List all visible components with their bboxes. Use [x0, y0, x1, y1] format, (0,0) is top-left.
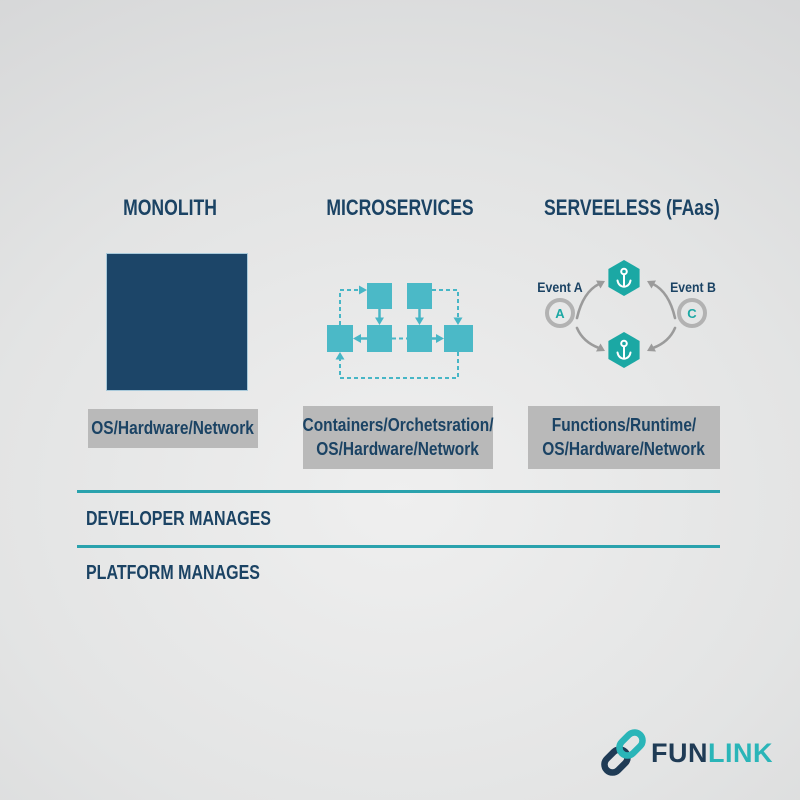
serverless-layer-label-line2: OS/Hardware/Network — [542, 438, 706, 459]
monolith-layer-label: OS/Hardware/Network — [91, 417, 255, 438]
logo-text-primary: FUN — [651, 737, 708, 768]
logo-text-secondary: LINK — [708, 737, 773, 768]
anchor-icon — [616, 267, 632, 288]
microservices-title: MICROSERVICES — [326, 195, 474, 220]
dashed-flow-lines — [339, 289, 459, 379]
monolith-layer-bar: OS/Hardware/Network — [88, 409, 258, 448]
solid-flow-lines — [360, 309, 437, 340]
brand-logo: FUNLINK — [600, 727, 773, 779]
function-hexagon-top — [608, 260, 640, 296]
flow-arrowheads — [335, 285, 463, 360]
platform-manages-label: PLATFORM MANAGES — [86, 562, 260, 584]
microservices-layer-bar: Containers/Orchetsration/ OS/Hardware/Ne… — [303, 406, 493, 469]
logo-wordmark: FUNLINK — [651, 738, 773, 769]
divider-line-bottom — [77, 545, 720, 548]
monolith-block — [106, 253, 248, 391]
service-squares — [327, 283, 473, 352]
serverless-title: SERVEELESS (FAas) — [544, 195, 720, 220]
serverless-layer-label-line1: Functions/Runtime/ — [551, 415, 697, 436]
serverless-diagram — [575, 260, 677, 368]
event-flow-arrowheads — [596, 280, 656, 352]
monolith-title: MONOLITH — [123, 195, 217, 220]
event-b-letter: C — [687, 305, 697, 321]
event-a-label: Event A — [537, 279, 583, 295]
event-b-label: Event B — [670, 279, 716, 295]
chain-link-icon — [601, 729, 646, 776]
event-a-circle: A — [545, 298, 575, 328]
divider-line-top — [77, 490, 720, 493]
event-a-letter: A — [555, 305, 565, 321]
function-hexagon-bottom — [608, 332, 640, 368]
developer-manages-label: DEVELOPER MANAGES — [86, 508, 271, 530]
microservices-layer-label-line2: OS/Hardware/Network — [316, 438, 480, 459]
microservices-diagram — [327, 283, 473, 379]
anchor-icon — [616, 339, 632, 360]
event-flow-arcs — [575, 282, 677, 350]
serverless-layer-bar: Functions/Runtime/ OS/Hardware/Network — [528, 406, 720, 469]
event-b-circle: C — [677, 298, 707, 328]
microservices-layer-label-line1: Containers/Orchetsration/ — [302, 415, 494, 436]
